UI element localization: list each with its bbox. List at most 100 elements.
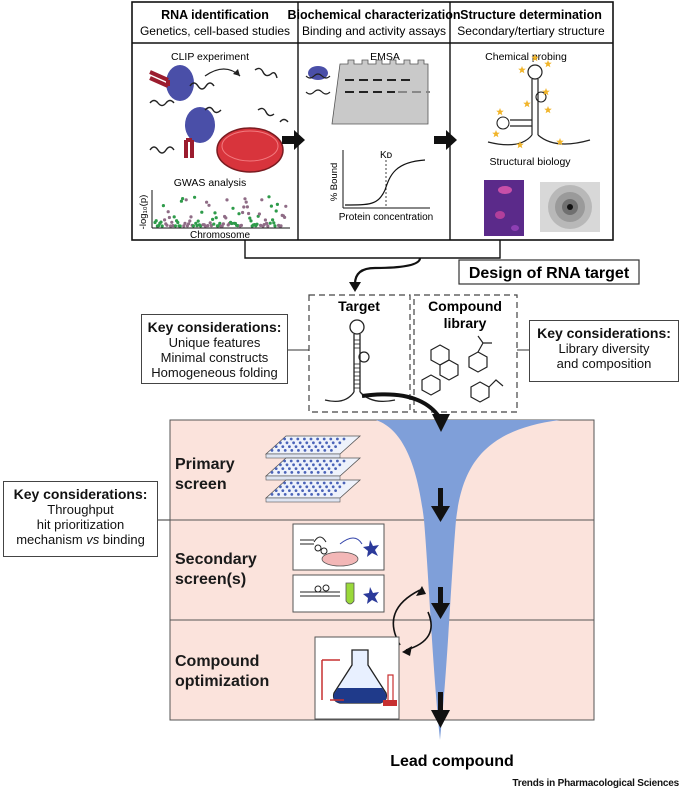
plate-well xyxy=(274,445,278,448)
plate-well xyxy=(325,441,328,445)
arrow-shaft xyxy=(438,488,443,508)
plate-well xyxy=(294,445,298,448)
plate-well xyxy=(323,449,327,452)
kc-screen-box: Key considerations: Throughput hit prior… xyxy=(3,481,158,557)
gwas-point xyxy=(257,212,261,216)
arrow-shaft xyxy=(438,692,443,712)
plate-well xyxy=(330,471,333,474)
arrowhead xyxy=(431,506,450,522)
protein-blob xyxy=(166,65,194,101)
kc-target-line: Homogeneous folding xyxy=(151,365,278,380)
gwas-point xyxy=(187,222,191,226)
plate-well xyxy=(316,459,319,463)
flask-liquid xyxy=(333,688,387,703)
gwas-point xyxy=(243,197,247,201)
kc-screen-title: Key considerations: xyxy=(13,486,148,502)
plate-well xyxy=(298,463,302,467)
plate-well xyxy=(305,463,309,467)
probe-star xyxy=(544,60,552,68)
gwas-point xyxy=(224,216,228,220)
arrow-shaft xyxy=(438,587,443,605)
gwas-point xyxy=(266,224,270,228)
plate-well xyxy=(336,481,339,485)
gwas-point xyxy=(199,224,203,228)
compound-sidechain xyxy=(477,335,492,353)
gwas-point xyxy=(188,219,192,223)
gwas-point xyxy=(273,224,277,228)
gwas-point xyxy=(178,224,182,228)
plate-well xyxy=(288,445,291,448)
kc-library-line: Library diversity xyxy=(558,341,650,356)
arrowhead xyxy=(233,69,240,76)
crystal xyxy=(511,225,519,231)
crystal xyxy=(495,211,505,219)
plate-well xyxy=(285,463,289,467)
gwas-point xyxy=(159,220,163,224)
kc-target-line: Unique features xyxy=(168,335,261,350)
rna-strand xyxy=(305,73,331,79)
plate-well xyxy=(321,489,324,492)
panel2-title: Biochemical characterization xyxy=(288,8,461,22)
bracket-arrow xyxy=(353,257,422,285)
gwas-point xyxy=(239,223,243,227)
stage-secondary-line1: Secondary xyxy=(175,551,257,568)
plate-well xyxy=(314,467,318,470)
plate-well xyxy=(318,441,322,445)
gwas-point xyxy=(271,218,275,222)
microplate-edge xyxy=(265,453,341,459)
rna-loop xyxy=(349,319,365,335)
gwas-point xyxy=(230,221,234,226)
gwas-point xyxy=(213,211,217,215)
gwas-x-label: Chromosome xyxy=(190,230,250,241)
plate-well xyxy=(279,485,282,489)
crystal xyxy=(498,186,512,194)
plate-well xyxy=(303,471,307,474)
gwas-point xyxy=(231,206,235,210)
plate-well xyxy=(297,493,300,496)
gwas-point xyxy=(225,198,229,202)
funnel xyxy=(376,420,560,740)
gwas-point xyxy=(182,224,186,228)
gwas-point xyxy=(248,216,252,220)
plate-well xyxy=(285,485,289,489)
microplate-edge xyxy=(265,475,341,481)
gwas-point xyxy=(171,224,175,228)
compound-dot xyxy=(314,585,322,593)
plate-well xyxy=(310,493,313,496)
rna-hairpin-side xyxy=(510,119,532,127)
signal-burst xyxy=(363,540,379,557)
plate-well xyxy=(281,489,285,492)
gwas-point xyxy=(184,198,188,202)
gwas-point xyxy=(244,200,248,204)
plate-well xyxy=(283,481,286,485)
probe-star xyxy=(518,66,526,74)
target-to-funnel-arrow xyxy=(361,392,442,420)
plate-well xyxy=(323,493,327,496)
plate-well xyxy=(281,467,285,470)
structural-biology-label: Structural biology xyxy=(489,156,571,168)
gwas-point xyxy=(193,195,197,199)
plate-well xyxy=(334,467,337,470)
plate-well xyxy=(274,467,278,470)
gwas-point xyxy=(255,222,259,226)
gwas-point xyxy=(170,220,174,224)
gwas-point xyxy=(242,205,246,209)
gwas-point xyxy=(200,210,204,214)
kc-target-title: Key considerations: xyxy=(147,319,282,335)
plate-well xyxy=(307,445,311,448)
plate-well xyxy=(279,441,282,445)
plate-well xyxy=(336,437,339,441)
panel-bracket xyxy=(244,240,501,259)
plate-well xyxy=(331,463,335,467)
gwas-point xyxy=(260,198,264,202)
plate-well xyxy=(281,445,285,448)
plate-well xyxy=(321,445,324,448)
binding-x-label: Protein concentration xyxy=(339,212,434,223)
plate-well xyxy=(307,489,311,492)
kc-screen-line: hit prioritization xyxy=(36,517,125,532)
plate-well xyxy=(298,485,302,489)
gwas-point xyxy=(284,204,288,208)
plate-well xyxy=(314,489,318,492)
plate-well xyxy=(322,459,326,463)
compound-ring xyxy=(439,359,459,381)
